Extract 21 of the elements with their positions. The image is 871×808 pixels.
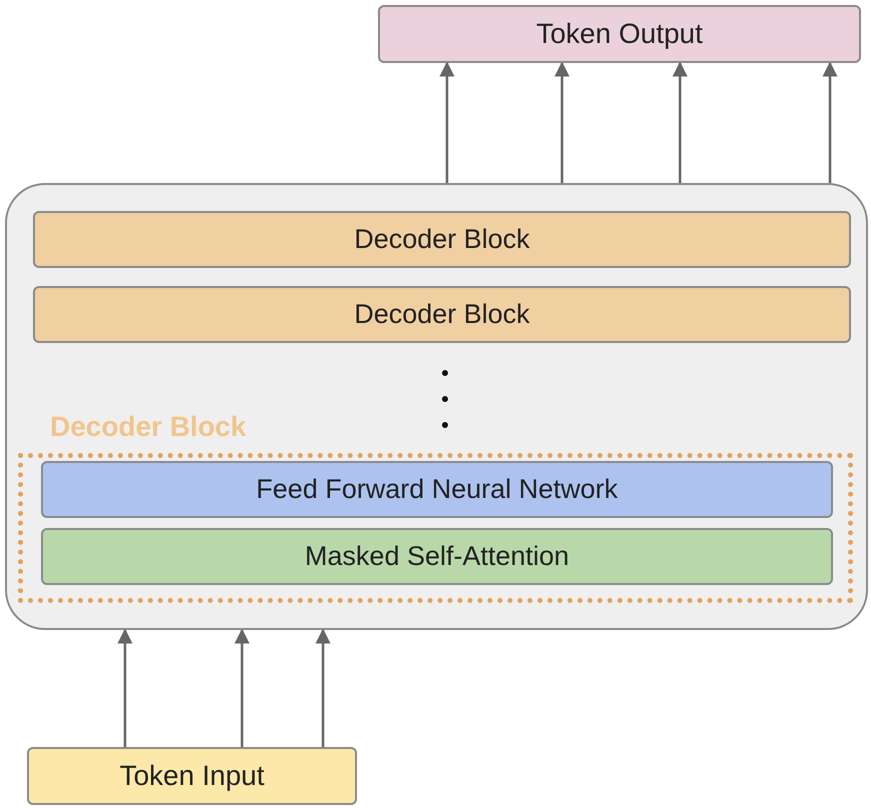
block-label: Decoder Block <box>354 223 530 256</box>
feed-forward-layer <box>41 461 833 518</box>
model-container <box>5 183 868 630</box>
block-label: Decoder Block <box>354 298 530 332</box>
output-box <box>378 5 861 63</box>
arrow <box>672 62 688 183</box>
arrow <box>440 62 454 183</box>
group-heading: Decoder Block <box>50 410 246 444</box>
block-label: Token Output <box>536 17 703 51</box>
arrow <box>234 628 250 747</box>
arrow <box>316 628 330 747</box>
block-label: Token Input <box>120 759 264 793</box>
decoder-block <box>33 286 851 343</box>
block-label: Masked Self-Attention <box>304 540 570 574</box>
block-label: Feed Forward Neural Network <box>256 473 618 506</box>
arrow <box>118 628 132 747</box>
arrow <box>554 62 570 183</box>
attention-layer <box>41 528 833 585</box>
arrow <box>822 62 838 183</box>
input-box <box>27 747 357 805</box>
decoder-block <box>33 211 851 268</box>
